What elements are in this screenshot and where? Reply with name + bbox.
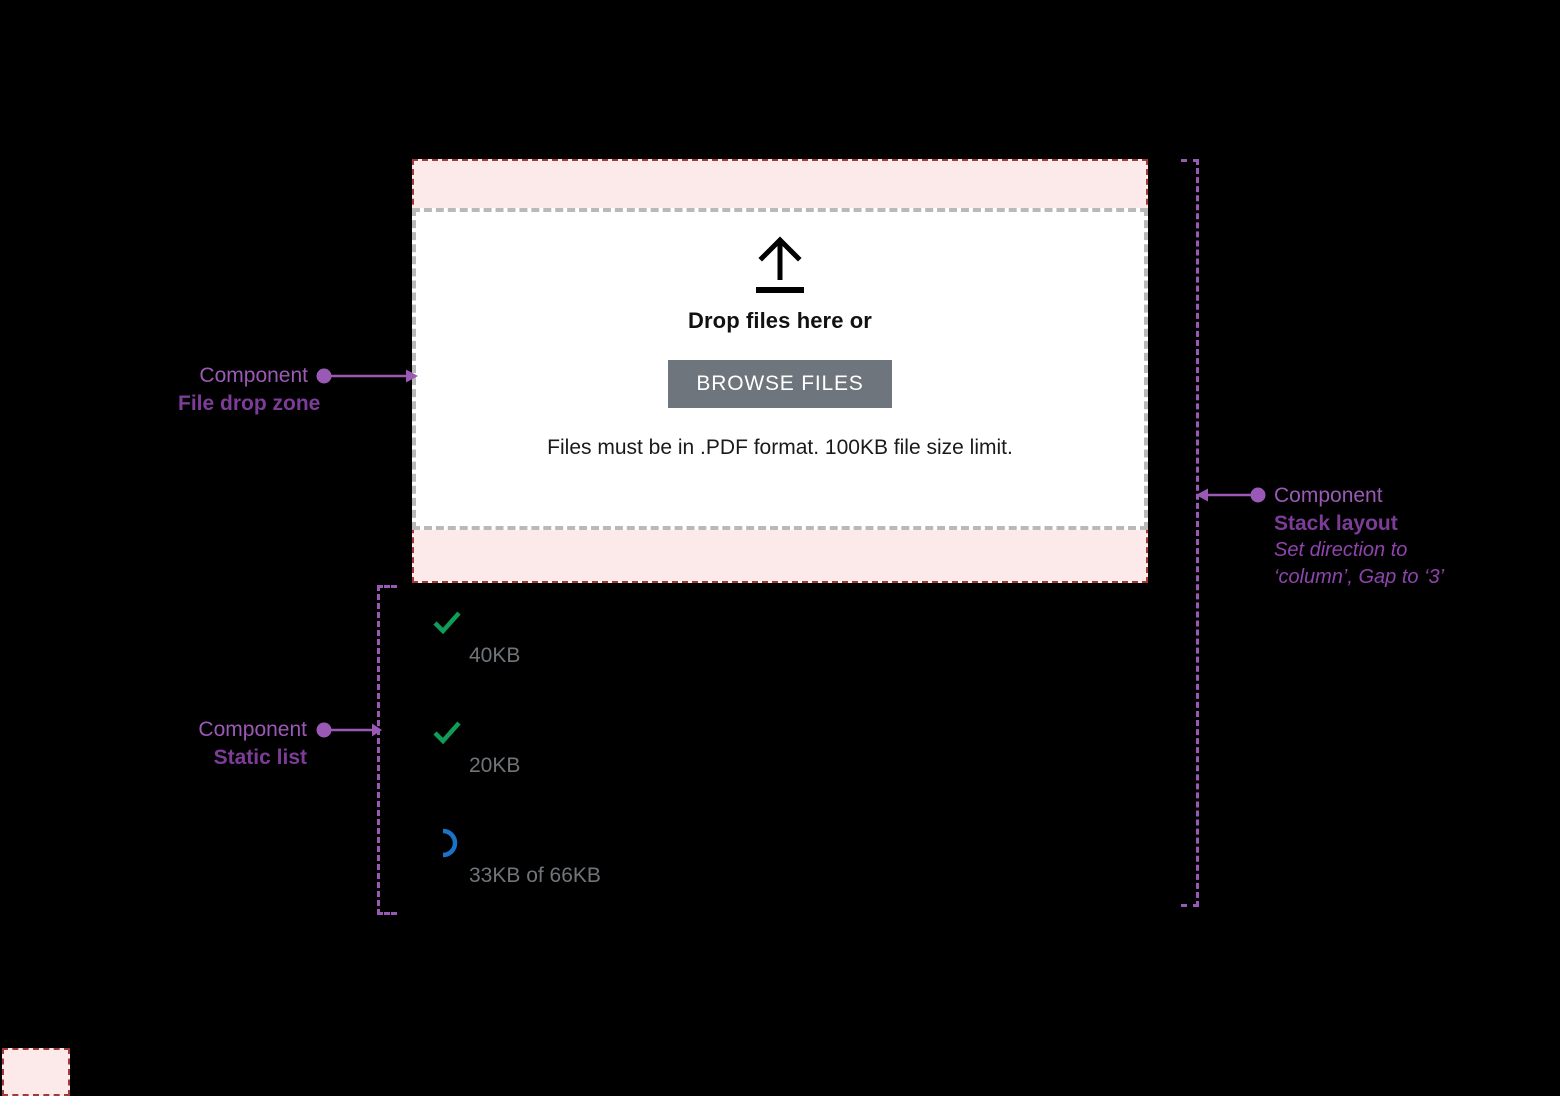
stack-layout-bracket	[1181, 159, 1199, 907]
list-item[interactable]: 40KB	[430, 606, 1130, 716]
annotation-name: File drop zone	[178, 391, 321, 415]
static-list-bracket	[377, 585, 397, 915]
annotation-note-line-1: Set direction to	[1274, 539, 1408, 562]
annotation-connector-stack-layout	[1194, 485, 1266, 505]
drop-zone-hint: Files must be in .PDF format. 100KB file…	[547, 436, 1013, 459]
annotation-file-drop-zone: Component File drop zone	[178, 362, 321, 417]
static-list: 40KB 20KB 33KB of 66KB	[430, 606, 1130, 936]
check-icon	[430, 716, 464, 750]
check-icon	[430, 606, 464, 640]
browse-files-button[interactable]: BROWSE FILES	[668, 360, 892, 408]
upload-arrow-icon	[748, 234, 812, 296]
annotation-kicker: Component	[198, 718, 307, 741]
annotation-name: Static list	[213, 745, 307, 769]
annotation-static-list: Component Static list	[175, 716, 307, 771]
spacer-legend-swatch	[2, 1048, 70, 1096]
annotation-name: Stack layout	[1274, 511, 1398, 535]
annotation-kicker: Component	[199, 364, 308, 387]
file-drop-zone[interactable]: Drop files here or BROWSE FILES Files mu…	[412, 208, 1148, 530]
spinner-icon	[430, 826, 464, 860]
file-size: 20KB	[469, 754, 521, 777]
annotation-stack-layout: Component Stack layout Set direction to …	[1274, 482, 1444, 590]
annotation-connector-static-list	[316, 720, 384, 740]
list-item[interactable]: 33KB of 66KB	[430, 826, 1130, 936]
file-size: 40KB	[469, 644, 521, 667]
file-progress: 33KB of 66KB	[469, 864, 601, 887]
drop-zone-title: Drop files here or	[688, 308, 872, 333]
annotation-kicker: Component	[1274, 484, 1383, 507]
annotation-connector-drop-zone	[316, 366, 420, 386]
annotation-note-line-2: ‘column’, Gap to ‘3’	[1274, 565, 1445, 588]
list-item[interactable]: 20KB	[430, 716, 1130, 826]
